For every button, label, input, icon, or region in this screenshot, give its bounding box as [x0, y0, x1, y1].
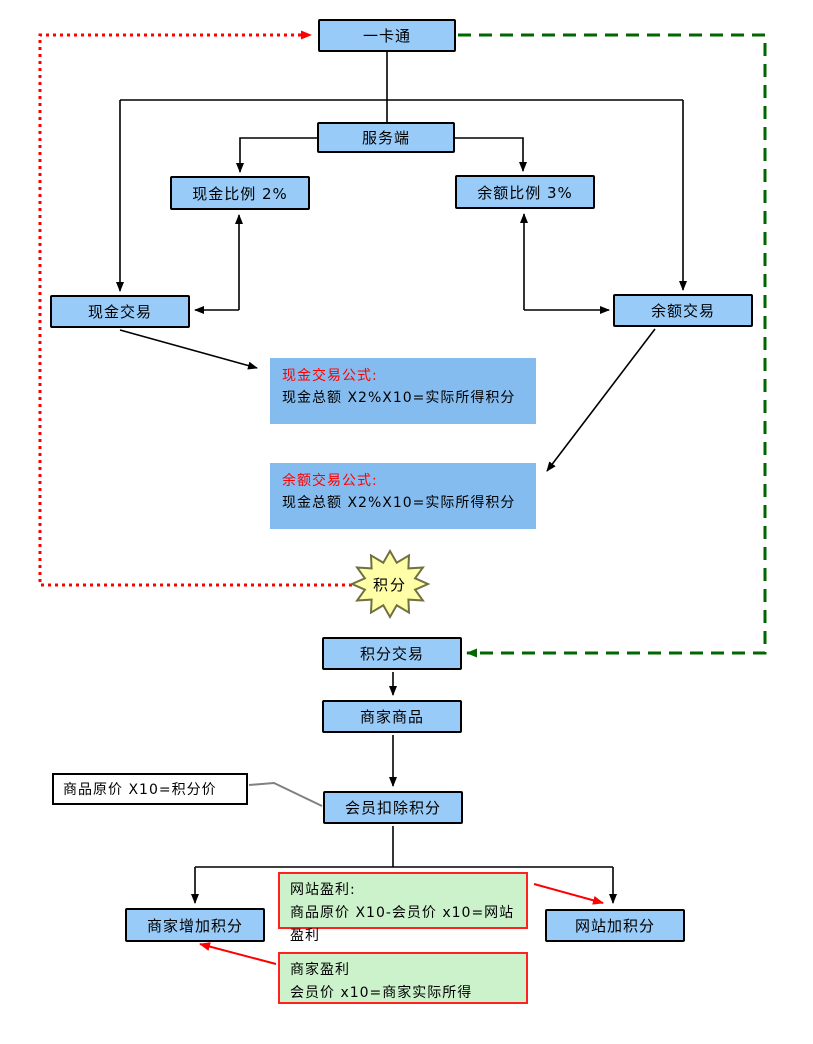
node-balance-ratio: 余额比例 3%: [455, 175, 595, 209]
note-callout-connector: [248, 781, 323, 807]
site-profit-red-arrow: [533, 883, 604, 905]
node-cash-transaction: 现金交易: [50, 295, 190, 328]
red-dotted-feedback-line: [38, 30, 352, 587]
node-site-add-points: 网站加积分: [545, 909, 685, 942]
price-note-label: 商品原价 X10=积分价: [63, 782, 217, 798]
node-merchant-goods: 商家商品: [322, 700, 462, 733]
node-server-label: 服务端: [361, 129, 410, 147]
node-balance-transaction-label: 余额交易: [650, 302, 715, 320]
price-note: 商品原价 X10=积分价: [52, 773, 248, 805]
balance-formula-body: 现金总额 X2%X10=实际所得积分: [282, 495, 516, 511]
node-balance-transaction: 余额交易: [613, 294, 753, 327]
cash-formula-body: 现金总额 X2%X10=实际所得积分: [282, 390, 516, 406]
merchant-profit-red-arrow: [199, 942, 277, 965]
cash-formula-title: 现金交易公式:: [282, 368, 378, 384]
green-dashed-line: [458, 33, 767, 658]
node-cash-transaction-label: 现金交易: [87, 303, 152, 321]
site-profit-note: 网站盈利: 商品原价 X10-会员价 x10=网站盈利: [278, 872, 528, 944]
merchant-profit-title: 商家盈利: [290, 962, 350, 978]
node-points-transaction: 积分交易: [322, 637, 462, 670]
node-merchant-add-points-label: 商家增加积分: [146, 916, 243, 935]
balance-formula-note: 余额交易公式: 现金总额 X2%X10=实际所得积分: [270, 463, 536, 529]
merchant-profit-body: 会员价 x10=商家实际所得: [290, 985, 473, 1001]
node-cash-ratio: 现金比例 2%: [170, 176, 310, 210]
node-balance-ratio-label: 余额比例 3%: [477, 183, 573, 202]
node-merchant-add-points: 商家增加积分: [125, 908, 265, 942]
node-member-deduct-points-label: 会员扣除积分: [344, 799, 441, 817]
points-star-label: 积分: [372, 576, 407, 594]
node-cash-ratio-label: 现金比例 2%: [192, 184, 288, 203]
black-connectors: [116, 52, 687, 904]
node-member-deduct-points: 会员扣除积分: [323, 791, 463, 824]
site-profit-body: 商品原价 X10-会员价 x10=网站盈利: [290, 905, 515, 944]
node-site-add-points-label: 网站加积分: [574, 917, 655, 935]
node-points-transaction-label: 积分交易: [359, 645, 424, 663]
points-star-shape: [349, 548, 431, 620]
site-profit-title: 网站盈利:: [290, 882, 356, 898]
node-onecard-label: 一卡通: [362, 27, 411, 45]
node-onecard: 一卡通: [318, 19, 456, 52]
node-server: 服务端: [317, 122, 455, 153]
cash-formula-note: 现金交易公式: 现金总额 X2%X10=实际所得积分: [270, 358, 536, 424]
merchant-profit-note: 商家盈利 会员价 x10=商家实际所得: [278, 952, 528, 1004]
node-merchant-goods-label: 商家商品: [359, 708, 424, 726]
balance-formula-title: 余额交易公式:: [282, 473, 378, 489]
